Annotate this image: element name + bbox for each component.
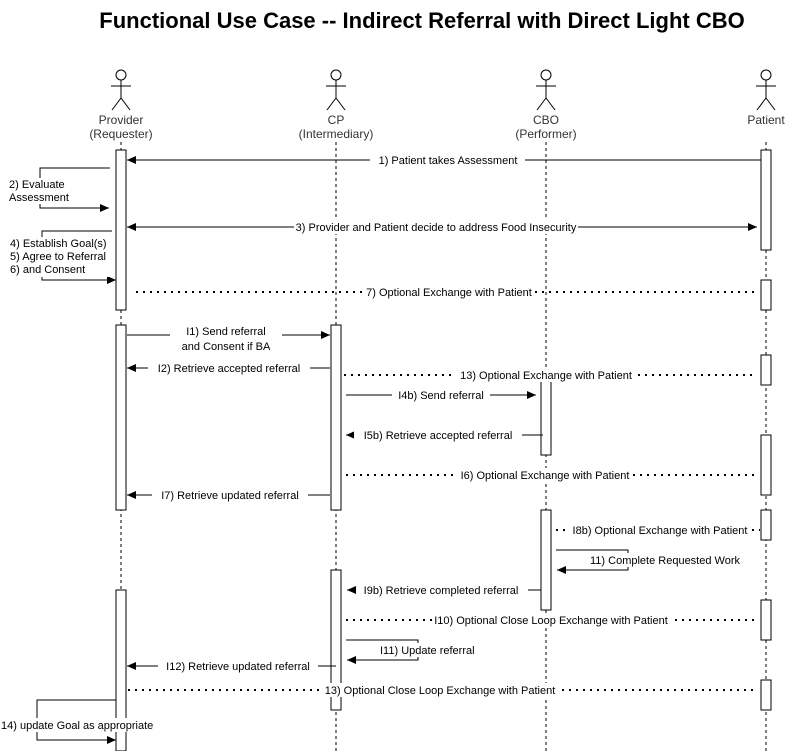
message-i8b: I8b) Optional Exchange with Patient: [556, 523, 760, 537]
message-i11: I11) Update referral: [346, 639, 476, 664]
message-i2: I2) Retrieve accepted referral: [127, 361, 330, 375]
message-1: 1) Patient takes Assessment: [127, 153, 761, 167]
actor-provider: Provider (Requester): [89, 69, 153, 141]
message-i6: I6) Optional Exchange with Patient: [346, 468, 757, 482]
activation-bar: [540, 379, 552, 456]
message-label: I4b) Send referral: [398, 390, 484, 402]
actor-patient: Patient: [747, 69, 785, 127]
message-label: 4) Establish Goal(s): [10, 238, 107, 250]
message-label: I8b) Optional Exchange with Patient: [573, 525, 748, 537]
actor-name: Provider: [99, 113, 144, 127]
activation-bar: [760, 434, 772, 496]
message-7: 7) Optional Exchange with Patient: [136, 285, 757, 299]
actor-role: (Requester): [89, 127, 152, 141]
message-label: 13) Optional Exchange with Patient: [460, 370, 632, 382]
actor-role: (Intermediary): [299, 127, 374, 141]
message-3: 3) Provider and Patient decide to addres…: [127, 220, 757, 234]
actor-cp: CP (Intermediary): [299, 69, 374, 141]
message-label: 11) Complete Requested Work: [590, 555, 740, 567]
message-13b: 13) Optional Close Loop Exchange with Pa…: [128, 683, 757, 697]
message-2: 2) Evaluate Assessment: [8, 167, 110, 212]
message-label: I2) Retrieve accepted referral: [158, 363, 300, 375]
message-label: I1) Send referral: [186, 326, 265, 338]
message-i4b: I4b) Send referral: [346, 388, 536, 402]
message-label: I7) Retrieve updated referral: [161, 490, 299, 502]
message-label: 14) update Goal as appropriate: [1, 720, 153, 732]
actor-figure-icon: [536, 69, 556, 111]
message-label: 7) Optional Exchange with Patient: [366, 287, 532, 299]
activation-bar: [760, 279, 772, 311]
message-label: I10) Optional Close Loop Exchange with P…: [434, 615, 668, 627]
actor-figure-icon: [756, 69, 776, 111]
actor-name: CP: [328, 113, 345, 127]
actor-name: CBO: [533, 113, 559, 127]
message-label: 13) Optional Close Loop Exchange with Pa…: [325, 685, 556, 697]
activation-bar: [115, 589, 127, 751]
message-i1: I1) Send referral and Consent if BA: [127, 325, 330, 353]
message-label: I5b) Retrieve accepted referral: [364, 430, 513, 442]
message-i9b: I9b) Retrieve completed referral: [347, 583, 541, 597]
message-13a: 13) Optional Exchange with Patient: [344, 368, 757, 382]
activation-bars: [115, 149, 772, 751]
message-label: I6) Optional Exchange with Patient: [461, 470, 630, 482]
message-label: 5) Agree to Referral: [10, 251, 106, 263]
activation-bar: [760, 149, 772, 251]
activation-bar: [760, 679, 772, 711]
message-i10: I10) Optional Close Loop Exchange with P…: [346, 613, 757, 627]
activation-bar: [330, 324, 342, 511]
actor-figure-icon: [326, 69, 346, 111]
message-4-5-6: 4) Establish Goal(s) 5) Agree to Referra…: [9, 230, 116, 284]
message-label: I12) Retrieve updated referral: [166, 661, 310, 673]
message-label: Assessment: [9, 192, 69, 204]
message-label: 6) and Consent: [10, 264, 85, 276]
message-i7: I7) Retrieve updated referral: [127, 488, 330, 502]
activation-bar: [760, 599, 772, 641]
diagram-title: Functional Use Case -- Indirect Referral…: [99, 8, 744, 33]
activation-bar: [760, 509, 772, 541]
message-label: and Consent if BA: [182, 341, 271, 353]
activation-bar: [760, 354, 772, 386]
message-label: 3) Provider and Patient decide to addres…: [296, 222, 577, 234]
message-i5b: I5b) Retrieve accepted referral: [346, 428, 543, 442]
actor-name: Patient: [747, 113, 785, 127]
message-label: I9b) Retrieve completed referral: [364, 585, 519, 597]
actor-cbo: CBO (Performer): [515, 69, 577, 141]
actor-figure-icon: [111, 69, 131, 111]
actor-role: (Performer): [515, 127, 576, 141]
message-label: 2) Evaluate: [9, 179, 65, 191]
message-11: 11) Complete Requested Work: [556, 549, 744, 574]
activation-bar: [115, 324, 127, 511]
activation-bar: [115, 149, 127, 311]
message-label: 1) Patient takes Assessment: [379, 155, 518, 167]
message-i12: I12) Retrieve updated referral: [127, 659, 336, 673]
activation-bar: [330, 569, 342, 711]
message-14: 14) update Goal as appropriate: [0, 699, 154, 744]
activation-bar: [540, 509, 552, 611]
message-label: I11) Update referral: [380, 645, 475, 657]
